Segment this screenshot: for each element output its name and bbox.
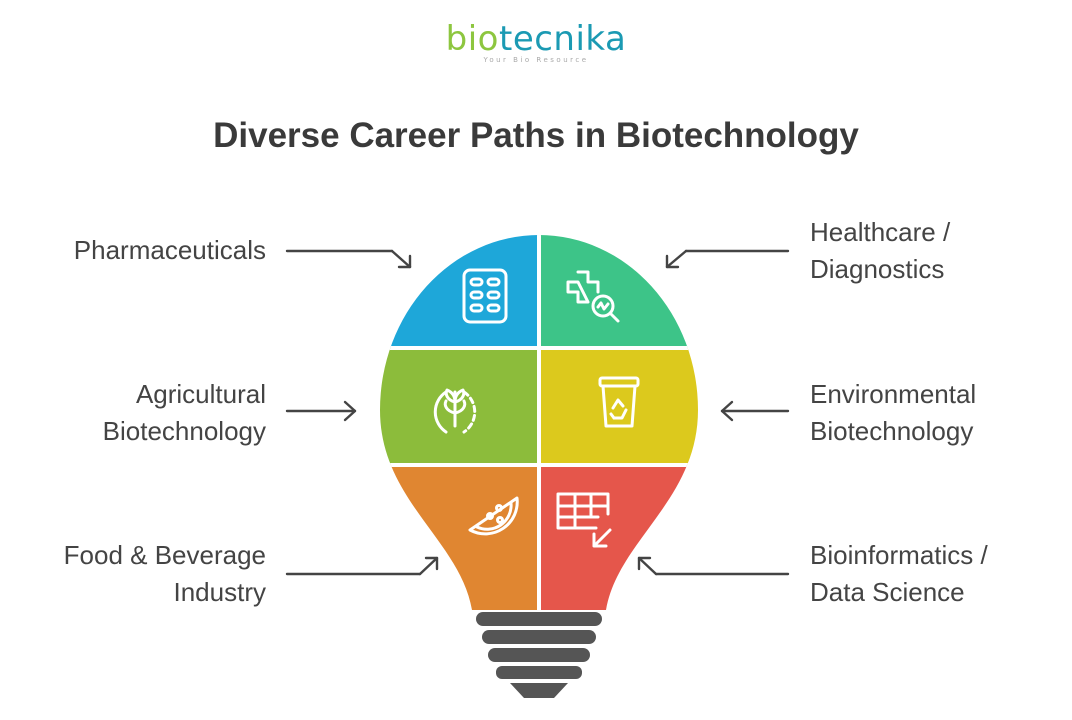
logo-wordmark: biotecnika [0,20,1072,58]
label-agricultural: Agricultural Biotechnology [102,379,266,446]
logo-text-rest: tecnika [498,19,627,59]
label-environmental: Environmental Biotechnology [810,379,977,446]
fruit-slice-icon [468,496,519,536]
page-title: Diverse Career Paths in Biotechnology [213,116,859,155]
arrow-environmental [720,400,790,422]
segment-environmental [539,348,698,465]
segment-food [380,465,539,610]
segment-healthcare [539,235,698,348]
arrow-food [285,556,439,576]
wheat-icon [433,388,477,434]
medical-cross-search-icon [566,270,620,323]
label-pharmaceuticals: Pharmaceuticals [73,235,266,265]
pill-blister-icon [462,268,508,324]
arrow-pharmaceuticals [285,249,412,269]
label-healthcare: Healthcare / Diagnostics [810,217,951,284]
segment-pharmaceuticals [380,235,539,348]
segment-bioinformatics [539,465,698,610]
data-table-chart-icon [556,492,612,548]
label-food: Food & Beverage Industry [63,540,266,607]
biotecnika-logo: biotecnika Your Bio Resource [0,20,1072,64]
segment-agricultural [380,348,539,465]
bulb-base [476,612,602,698]
logo-tagline: Your Bio Resource [483,56,589,64]
arrow-healthcare [665,249,790,269]
logo-text-bio: bio [445,19,499,59]
label-bioinformatics: Bioinformatics / Data Science [810,540,988,607]
arrow-agricultural [285,400,357,422]
bulb-body [380,235,698,610]
recycle-bin-icon [598,376,640,428]
arrow-bioinformatics [637,556,790,576]
